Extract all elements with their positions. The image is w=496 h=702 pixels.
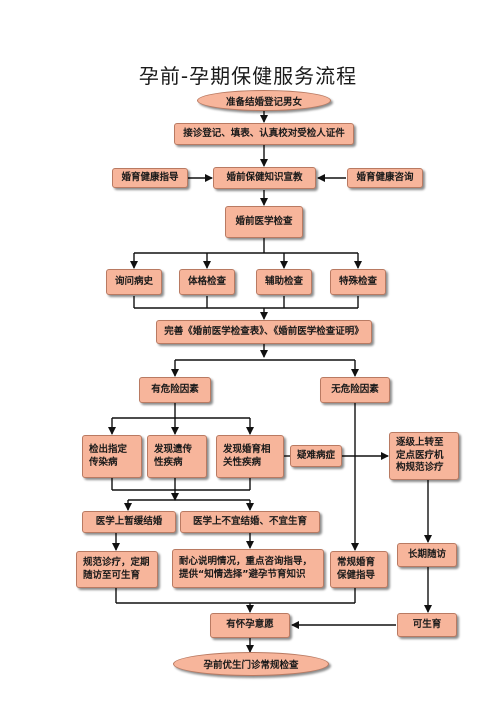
- guidance-node: 婚育健康指导: [112, 168, 188, 188]
- register-node: 接诊登记、填表、认真校对受检人证件: [174, 123, 354, 145]
- complete-node: 完善《婚前医学检查表》、《婚前医学检查证明》: [156, 320, 372, 344]
- exam-node: 婚前医学检查: [225, 206, 303, 238]
- risk-node: 有危险因素: [139, 377, 211, 403]
- followup-node: 长期随访: [397, 543, 457, 567]
- explain-node: 耐心说明情况，重点咨询指导， 提供“知情选择”避孕节育知识: [172, 549, 324, 588]
- special-node: 特殊检查: [330, 269, 386, 295]
- genetic-node: 发现遗传 性疾病: [147, 435, 207, 478]
- referral-node: 逐级上转至 定点医疗机 构规范诊疗: [389, 432, 459, 480]
- fertile-node: 可生育: [397, 613, 457, 637]
- education-node: 婚前保健知识宣教: [213, 167, 316, 189]
- infectious-node: 检出指定 传染病: [82, 435, 142, 478]
- end-node: 孕前优生门诊常规检查: [173, 652, 329, 676]
- auxiliary-node: 辅助检查: [256, 269, 312, 295]
- pregnancy-node: 有怀孕意愿: [210, 613, 290, 638]
- physical-node: 体格检查: [179, 269, 235, 295]
- related-node: 发现婚育相 关性疾病: [216, 435, 284, 478]
- routine-node: 常规婚育 保健指导: [330, 551, 388, 588]
- page-title: 孕前-孕期保健服务流程: [138, 64, 358, 88]
- postpone-node: 医学上暂缓结婚: [82, 511, 176, 533]
- unsuitable-node: 医学上不宜结婚、不宜生育: [180, 511, 320, 533]
- consult-node: 婚育健康咨询: [347, 168, 423, 188]
- difficult-node: 疑难病症: [290, 445, 342, 467]
- treat-node: 规范诊疗，定期 随访至可生育: [76, 551, 158, 588]
- start-node: 准备结婚登记男女: [197, 90, 331, 111]
- history-node: 询问病史: [106, 269, 162, 295]
- norisk-node: 无危险因素: [320, 377, 390, 403]
